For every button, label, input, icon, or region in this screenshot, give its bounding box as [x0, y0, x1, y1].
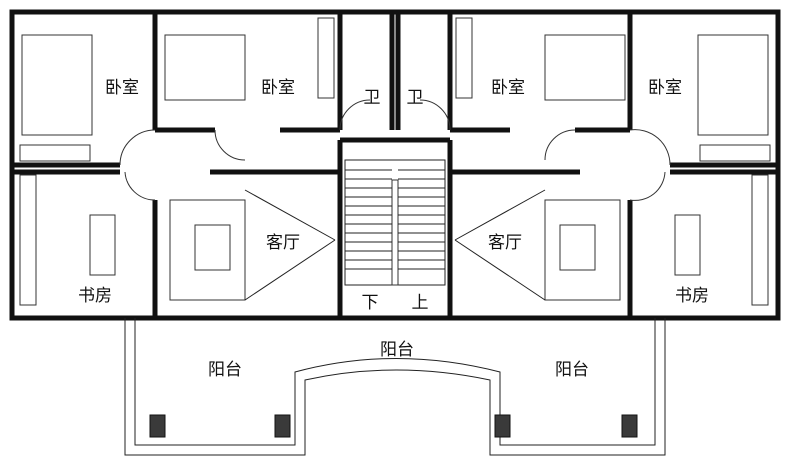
room-label-bedroom: 卧室	[648, 78, 682, 98]
sofas	[89, 189, 701, 301]
beds	[21, 34, 769, 136]
stair-down-label: 下	[362, 293, 379, 313]
room-label-study: 书房	[675, 286, 709, 306]
staircase[interactable]	[344, 159, 446, 286]
room-label-bedroom: 卧室	[491, 78, 525, 98]
room-label-balcony: 阳台	[380, 340, 414, 360]
room-label-bathroom: 卫	[407, 88, 424, 108]
balcony	[124, 318, 666, 456]
room-label-study: 书房	[78, 286, 112, 306]
room-label-living: 客厅	[266, 233, 300, 253]
wardrobes	[19, 17, 771, 306]
room-label-bathroom: 卫	[364, 88, 381, 108]
stair-up-label: 上	[412, 293, 429, 313]
doors	[119, 99, 671, 201]
room-label-living: 客厅	[488, 233, 522, 253]
room-label-bedroom: 卧室	[105, 78, 139, 98]
room-label-bedroom: 卧室	[261, 78, 295, 98]
walls	[9, 9, 781, 321]
room-label-balcony: 阳台	[208, 360, 242, 380]
room-label-balcony: 阳台	[555, 360, 589, 380]
